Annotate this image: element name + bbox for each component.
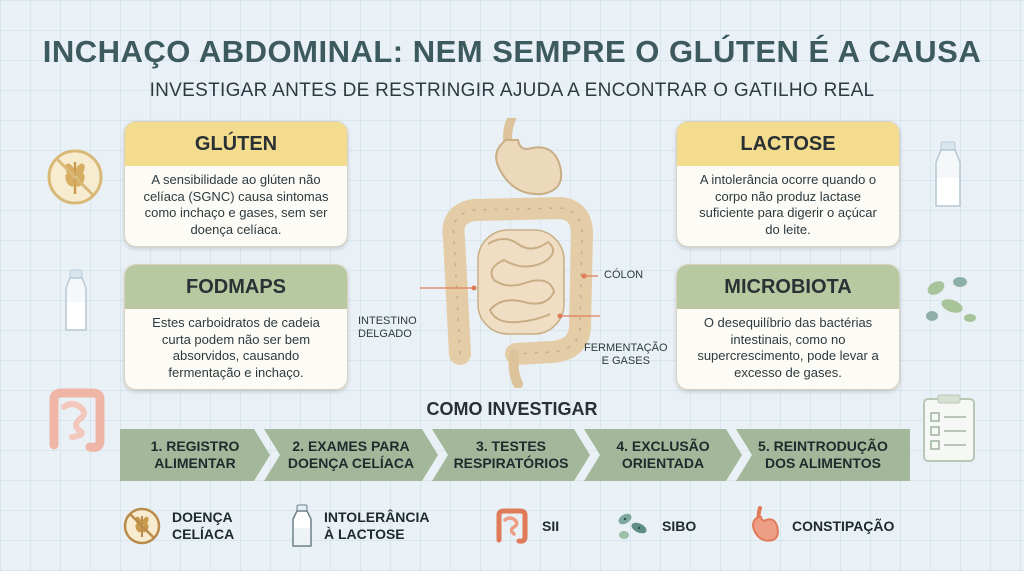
intestine-icon <box>496 508 528 544</box>
legend-lactose-line2: À LACTOSE <box>324 526 405 542</box>
card-lactose: LACTOSE A intolerância ocorre quando o c… <box>676 121 900 247</box>
milk-bottle-icon <box>292 504 312 547</box>
card-lactose-body: A intolerância ocorre quando o corpo não… <box>699 172 877 237</box>
legend-constipation: CONSTIPAÇÃO <box>746 503 894 549</box>
milk-bottle-icon <box>65 269 87 331</box>
step-3-line2: RESPIRATÓRIOS <box>453 455 569 471</box>
rectum <box>508 349 523 388</box>
bacteria-icon <box>618 513 647 539</box>
card-microbiota: MICROBIOTA O desequilíbrio das bactérias… <box>676 264 900 390</box>
digestive-system-illustration <box>420 118 600 388</box>
label-fermentation-line1: FERMENTAÇÃO <box>584 342 668 354</box>
step-5-line2: DOS ALIMENTOS <box>765 455 881 471</box>
step-3-line1: 3. TESTES <box>475 438 547 454</box>
label-small-intestine-line2: DELGADO <box>358 328 412 340</box>
card-fodmaps-title: FODMAPS <box>125 265 347 309</box>
step-1-line1: 1. REGISTRO <box>150 438 240 454</box>
legend-sibo: SIBO <box>612 503 696 549</box>
card-fodmaps-body: Estes carboidratos de cadeia curta podem… <box>152 315 320 380</box>
intestine-icon <box>49 388 105 452</box>
checklist-icon <box>923 394 975 462</box>
legend-constipation-label: CONSTIPAÇÃO <box>792 517 895 534</box>
step-2-line1: 2. EXAMES PARA <box>292 438 410 454</box>
page-title: INCHAÇO ABDOMINAL: NEM SEMPRE O GLÚTEN É… <box>42 34 982 69</box>
card-lactose-title: LACTOSE <box>677 122 899 166</box>
label-fermentation: FERMENTAÇÃO E GASES <box>584 342 668 368</box>
no-wheat-icon <box>47 149 103 205</box>
label-small-intestine: INTESTINO DELGADO <box>358 315 417 341</box>
label-small-intestine-line1: INTESTINO <box>358 315 417 327</box>
card-fodmaps: FODMAPS Estes carboidratos de cadeia cur… <box>124 264 348 390</box>
legend-celiac-line1: DOENÇA <box>172 509 233 525</box>
card-microbiota-body: O desequilíbrio das bactérias intestinai… <box>697 315 879 380</box>
legend-celiac-line2: CELÍACA <box>172 526 235 542</box>
card-microbiota-title: MICROBIOTA <box>677 265 899 309</box>
label-colon: CÓLON <box>604 269 644 281</box>
bacteria-icon <box>926 277 976 322</box>
legend-sii-label: SII <box>542 517 560 534</box>
card-gluten-body: A sensibilidade ao glúten não celíaca (S… <box>143 172 329 237</box>
no-wheat-icon <box>123 507 161 545</box>
legend-sii: SII <box>492 503 559 549</box>
legend-lactose-line1: INTOLERÂNCIA <box>324 509 430 525</box>
page-subtitle: INVESTIGAR ANTES DE RESTRINGIR AJUDA A E… <box>149 80 875 101</box>
label-fermentation-line2: E GASES <box>601 355 650 367</box>
step-2-line2: DOENÇA CELÍACA <box>287 455 415 471</box>
milk-bottle-icon <box>935 141 961 207</box>
legend-sibo-label: SIBO <box>662 517 697 534</box>
card-gluten: GLÚTEN A sensibilidade ao glúten não cel… <box>124 121 348 247</box>
step-1-line2: ALIMENTAR <box>154 455 236 471</box>
card-gluten-title: GLÚTEN <box>125 122 347 166</box>
stomach-icon <box>752 506 779 542</box>
step-5-line1: 5. REINTRODUÇÃO <box>758 438 888 454</box>
stomach <box>495 139 563 196</box>
step-4-line1: 4. EXCLUSÃO <box>616 438 710 454</box>
small-intestine <box>487 238 556 324</box>
step-4-line2: ORIENTADA <box>621 455 705 471</box>
investigate-title: COMO INVESTIGAR <box>426 399 598 419</box>
